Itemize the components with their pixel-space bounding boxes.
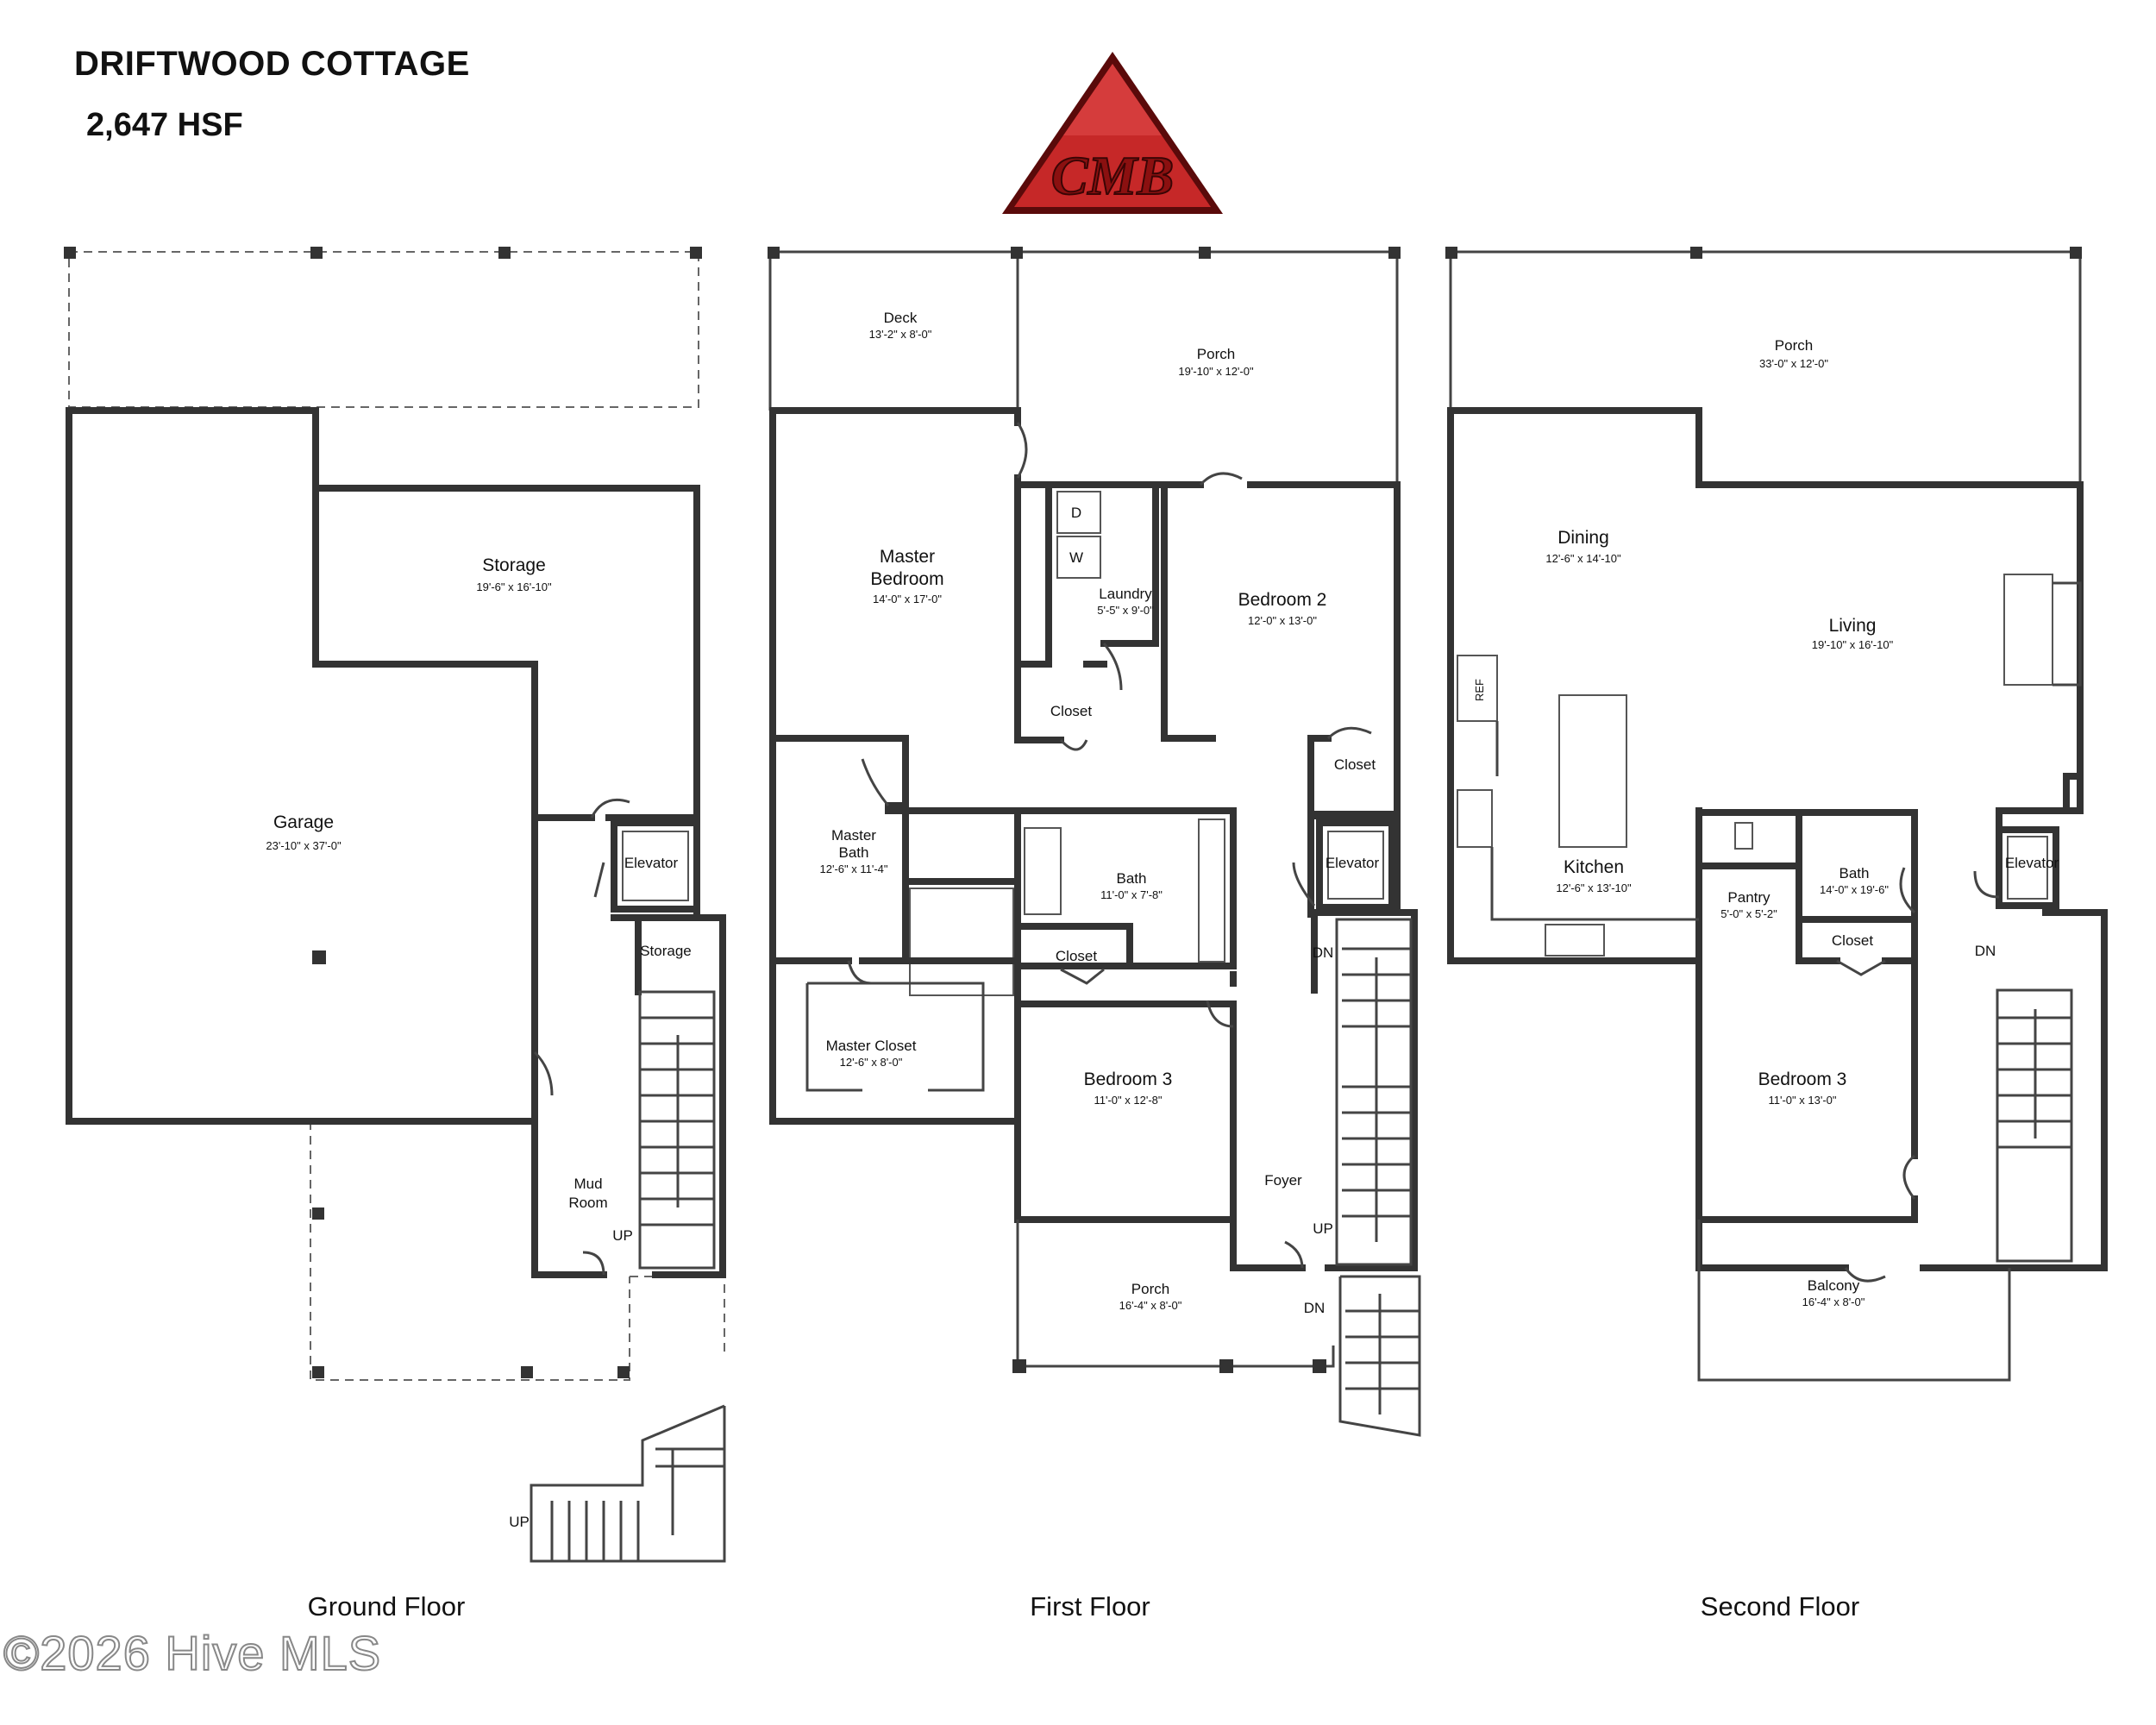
- master-bedroom-label-1: Master: [880, 547, 935, 567]
- washer-label: W: [1069, 549, 1083, 566]
- stair-dn-label-1: DN: [1313, 944, 1334, 961]
- bath-label-second: Bath: [1839, 865, 1870, 881]
- mud-room-label-1: Mud: [573, 1176, 602, 1192]
- stair-dn-label-second: DN: [1975, 943, 1996, 959]
- storage-label: Storage: [482, 555, 546, 575]
- dining-label: Dining: [1557, 528, 1609, 548]
- kitchen-label: Kitchen: [1564, 857, 1624, 877]
- second-floor-plan: Porch 33'-0" x 12'-0" Dining 12'-6" x 14…: [1445, 247, 2108, 1382]
- living-dims: 19'-10" x 16'-10": [1812, 638, 1894, 651]
- deck-label: Deck: [884, 310, 918, 326]
- second-floor-caption: Second Floor: [1700, 1591, 1860, 1622]
- stair-up-label-first: UP: [1313, 1220, 1333, 1237]
- ground-floor-plan: Garage 23'-10" x 37'-0" Storage 19'-6" x…: [64, 247, 726, 1563]
- storage-dims: 19'-6" x 16'-10": [476, 580, 552, 593]
- bedroom-2-label: Bedroom 2: [1238, 590, 1327, 610]
- mud-room-label-2: Room: [568, 1195, 607, 1211]
- dining-dims: 12'-6" x 14'-10": [1545, 552, 1621, 565]
- stair-up-label-1: UP: [612, 1227, 633, 1244]
- bedroom-3-label-first: Bedroom 3: [1084, 1070, 1173, 1089]
- bath-dims-second: 14'-0" x 19'-6": [1820, 883, 1889, 896]
- bedroom-3-dims-second: 11'-0" x 13'-0": [1769, 1094, 1837, 1107]
- first-floor-caption: First Floor: [1030, 1591, 1150, 1622]
- porch-rear-dims: 19'-10" x 12'-0": [1178, 365, 1254, 378]
- closet-3-label: Closet: [1056, 948, 1097, 964]
- closet-2-label: Closet: [1334, 756, 1376, 773]
- closet-label-second: Closet: [1832, 932, 1873, 949]
- bath-label: Bath: [1117, 870, 1147, 887]
- ref-label: REF: [1473, 679, 1486, 701]
- stair-dn-label-2: DN: [1304, 1300, 1326, 1316]
- square-footage: 2,647 HSF: [86, 107, 243, 143]
- bedroom-3-dims-first: 11'-0" x 12'-8": [1094, 1094, 1163, 1107]
- master-bedroom-label-2: Bedroom: [870, 569, 943, 589]
- porch-front-dims: 16'-4" x 8'-0": [1119, 1299, 1182, 1312]
- deck-dims: 13'-2" x 8'-0": [869, 328, 932, 341]
- master-bath-label-1: Master: [831, 827, 876, 844]
- master-closet-label: Master Closet: [826, 1038, 917, 1054]
- plan-title: DRIFTWOOD COTTAGE: [74, 45, 470, 83]
- bedroom-2-dims: 12'-0" x 13'-0": [1248, 614, 1317, 627]
- laundry-label: Laundry: [1099, 586, 1152, 602]
- elevator-label-first: Elevator: [1326, 855, 1380, 871]
- laundry-dims: 5'-5" x 9'-0": [1097, 604, 1154, 617]
- porch-dims-second: 33'-0" x 12'-0": [1759, 357, 1828, 370]
- balcony-dims: 16'-4" x 8'-0": [1802, 1295, 1865, 1308]
- closet-1-label: Closet: [1050, 703, 1092, 719]
- elevator-label-second: Elevator: [2005, 855, 2059, 871]
- porch-rear-label: Porch: [1197, 346, 1235, 362]
- master-bath-dims: 12'-6" x 11'-4": [820, 862, 888, 875]
- foyer-label: Foyer: [1264, 1172, 1302, 1189]
- kitchen-dims: 12'-6" x 13'-10": [1556, 881, 1632, 894]
- master-bath-label-2: Bath: [839, 844, 869, 861]
- cmb-logo: CMB: [1002, 52, 1223, 214]
- balcony-label: Balcony: [1808, 1277, 1860, 1294]
- living-label: Living: [1829, 616, 1877, 636]
- logo-lettering: CMB: [1051, 145, 1174, 206]
- bath-dims: 11'-0" x 7'-8": [1100, 888, 1163, 901]
- elevator-label: Elevator: [624, 855, 679, 871]
- mls-watermark: ©2026 Hive MLS: [3, 1625, 382, 1681]
- pantry-dims: 5'-0" x 5'-2": [1720, 907, 1777, 920]
- bedroom-3-label-second: Bedroom 3: [1758, 1070, 1847, 1089]
- master-bedroom-dims: 14'-0" x 17'-0": [873, 593, 942, 605]
- master-closet-dims: 12'-6" x 8'-0": [840, 1056, 903, 1069]
- garage-dims: 23'-10" x 37'-0": [266, 839, 342, 852]
- storage-small-label: Storage: [640, 943, 692, 959]
- dryer-label: D: [1071, 505, 1081, 521]
- ground-floor-caption: Ground Floor: [307, 1591, 466, 1622]
- porch-label-second: Porch: [1775, 337, 1813, 354]
- first-floor-plan: Deck 13'-2" x 8'-0" Porch 19'-10" x 12'-…: [768, 247, 1421, 1437]
- porch-front-label: Porch: [1131, 1281, 1169, 1297]
- pantry-label: Pantry: [1727, 889, 1771, 906]
- stair-up-label-2: UP: [509, 1514, 530, 1530]
- garage-label: Garage: [273, 812, 334, 832]
